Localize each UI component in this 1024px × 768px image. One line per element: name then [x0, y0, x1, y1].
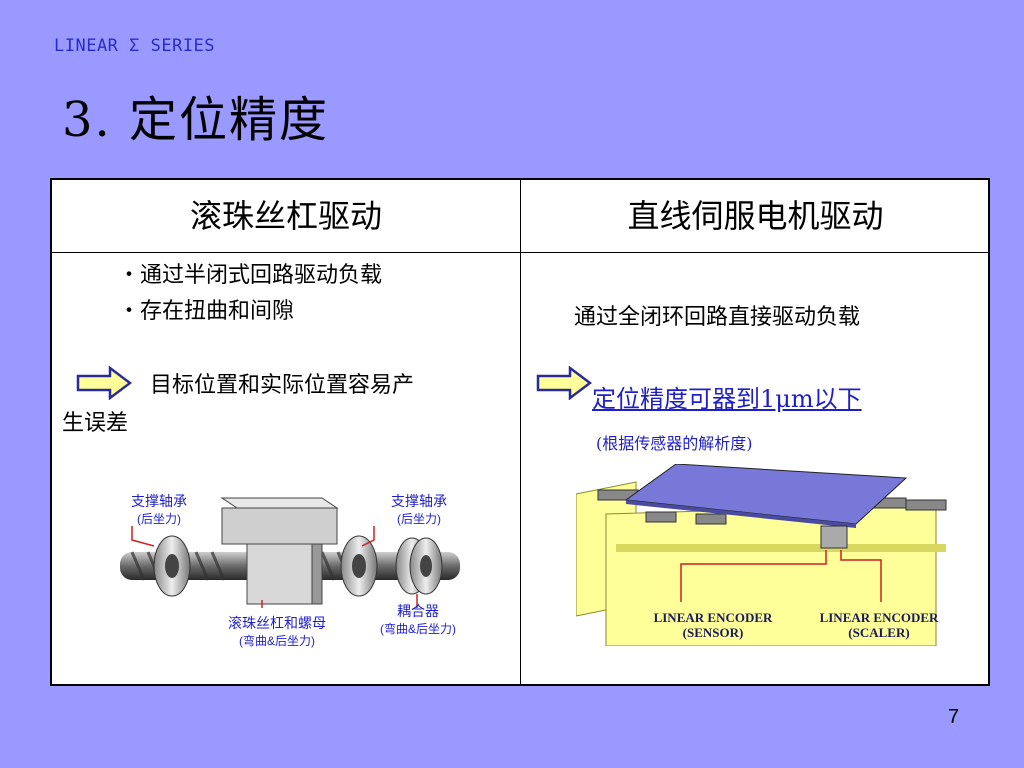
right-arrow-icon	[536, 366, 592, 400]
label-bearing-right: 支撑轴承 (后坐力)	[391, 493, 447, 526]
page-title: 3. 定位精度	[62, 92, 330, 148]
comparison-table: 滚珠丝杠驱动 直线伺服电机驱动 ・通过半闭式回路驱动负载 ・存在扭曲和间隙 目标…	[50, 178, 990, 686]
right-arrow-icon	[76, 366, 132, 400]
label-screw-nut: 滚珠丝杠和螺母 (弯曲&后坐力)	[228, 615, 326, 648]
label-coupler: 耦合器 (弯曲&后坐力)	[380, 603, 456, 636]
header-divider	[52, 252, 988, 253]
encoder-scaler-label: LINEAR ENCODER (SCALER)	[819, 610, 939, 640]
header-ball-screw: 滚珠丝杠驱动	[189, 197, 382, 235]
conclusion-error-line2: 生误差	[62, 411, 129, 436]
series-label: LINEAR Σ SERIES	[54, 36, 216, 56]
sensor-resolution-note: (根据传感器的解析度)	[596, 434, 753, 453]
linear-motor-illustration	[576, 464, 947, 646]
bullet-torsion-backlash: ・存在扭曲和间隙	[118, 299, 295, 324]
header-linear-servo: 直线伺服电机驱动	[627, 197, 884, 235]
accuracy-link[interactable]: 定位精度可器到1μm以下	[592, 385, 862, 413]
ball-screw-illustration	[120, 497, 460, 608]
conclusion-error-line1: 目标位置和实际位置容易产	[150, 373, 415, 398]
slide-number: 7	[948, 706, 960, 728]
bullet-semi-closed-loop: ・通过半闭式回路驱动负载	[118, 263, 383, 288]
column-divider	[520, 180, 521, 684]
label-bearing-left: 支撑轴承 (后坐力)	[131, 493, 187, 526]
encoder-sensor-label: LINEAR ENCODER (SENSOR)	[653, 610, 773, 640]
description-full-closed-loop: 通过全闭环回路直接驱动负载	[574, 305, 861, 330]
